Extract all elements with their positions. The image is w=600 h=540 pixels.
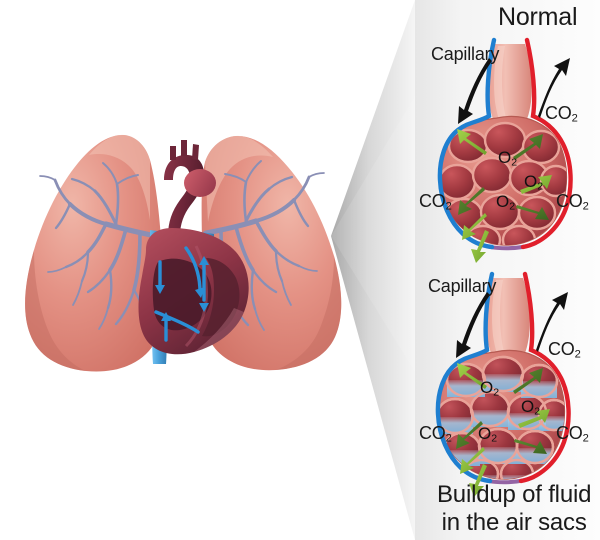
o2-label-top-2: O2 — [524, 172, 543, 192]
o2-subscript: 2 — [534, 405, 541, 418]
co2-label-bottom-upper-right: CO2 — [548, 340, 581, 361]
blood-flow-arrows — [154, 246, 206, 342]
co2-text: CO — [419, 423, 446, 443]
o2-text: O — [498, 148, 512, 167]
o2-subscript: 2 — [493, 386, 500, 399]
heart-cross-section — [138, 140, 249, 355]
capillary-artery-edema — [518, 271, 571, 484]
co2-subscript: 2 — [582, 432, 589, 445]
co2-subscript: 2 — [445, 200, 452, 213]
co2-subscript: 2 — [445, 432, 452, 445]
co2-label-bottom-left: CO2 — [419, 424, 452, 445]
caption-line-2: in the air sacs — [441, 509, 587, 537]
co2-label-top-left: CO2 — [419, 192, 452, 213]
normal-alveoli-diagram — [437, 37, 573, 263]
zoom-wedge-connector — [331, 0, 415, 540]
o2-text: O — [524, 172, 538, 191]
o2-text: O — [478, 424, 492, 443]
co2-text: CO — [545, 103, 572, 123]
co2-subscript: 2 — [571, 112, 578, 125]
blood-flow-arrowheads — [155, 256, 209, 321]
capillary-label-top: Capillary — [431, 44, 500, 64]
o2-text: O — [521, 397, 535, 416]
left-lung — [25, 134, 164, 372]
co2-text: CO — [419, 191, 446, 211]
caption-line-1: Buildup of fluid — [437, 481, 592, 508]
co2-label-top-right: CO2 — [556, 192, 589, 213]
lungs-and-heart-illustration — [25, 134, 342, 372]
airflow-arrows-top — [458, 58, 570, 124]
gas-exchange-arrows-top — [457, 129, 552, 263]
o2-label-bottom-1: O2 — [480, 378, 499, 398]
o2-label-top-3: O2 — [496, 192, 515, 212]
o2-text: O — [496, 192, 510, 211]
capillary-label-bottom: Capillary — [428, 276, 497, 296]
o2-subscript: 2 — [491, 432, 498, 445]
airflow-arrows-bottom — [456, 292, 568, 358]
o2-subscript: 2 — [537, 180, 544, 193]
left-bronchial-tree — [39, 162, 154, 330]
co2-label-top-upper-right: CO2 — [545, 104, 578, 125]
co2-label-bottom-right: CO2 — [556, 424, 589, 445]
co2-subscript: 2 — [574, 348, 581, 361]
co2-text: CO — [556, 191, 583, 211]
o2-label-bottom-2: O2 — [521, 397, 540, 417]
edema-caption: Buildup of fluid in the air sacs — [437, 481, 591, 538]
o2-subscript: 2 — [509, 200, 516, 213]
gas-exchange-arrows-bottom — [456, 363, 550, 497]
normal-alveolar-sacs — [440, 121, 567, 246]
o2-subscript: 2 — [511, 156, 518, 169]
o2-label-top-1: O2 — [498, 148, 517, 168]
o2-label-bottom-3: O2 — [478, 424, 497, 444]
co2-subscript: 2 — [582, 200, 589, 213]
o2-text: O — [480, 378, 494, 397]
panel-title-normal: Normal — [498, 3, 578, 31]
capillary-artery — [520, 37, 573, 250]
co2-text: CO — [556, 423, 583, 443]
edema-alveoli-diagram — [435, 271, 571, 497]
co2-text: CO — [548, 339, 575, 359]
